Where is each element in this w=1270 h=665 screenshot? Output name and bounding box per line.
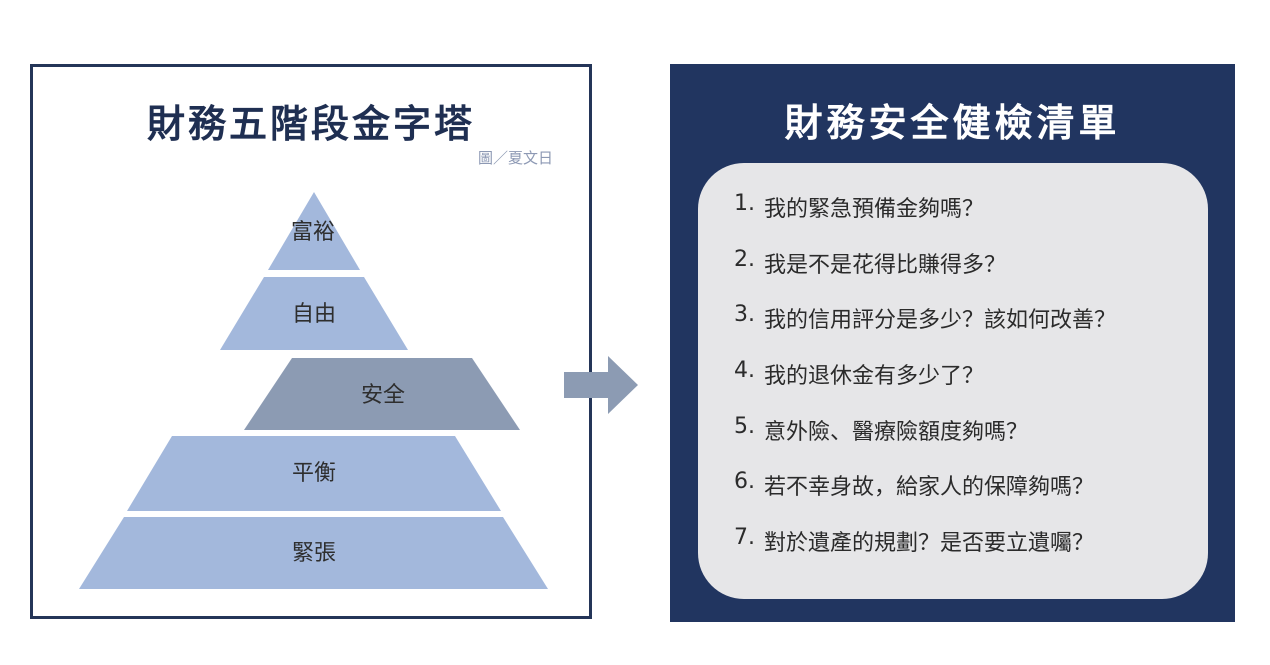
- checklist-box: 1. 我的緊急預備金夠嗎？ 2. 我是不是花得比賺得多？ 3. 我的信用評分是多…: [698, 163, 1208, 599]
- checklist-item-number: 1.: [734, 191, 755, 216]
- checklist-item-number: 3.: [734, 302, 755, 328]
- checklist-item-text: 我的退休金有多少了？: [764, 364, 985, 390]
- checklist-item: 5. 意外險、醫療險額度夠嗎？: [734, 414, 1116, 470]
- checklist-item: 1. 我的緊急預備金夠嗎？: [734, 191, 1116, 247]
- checklist-panel: 財務安全健檢清單 1. 我的緊急預備金夠嗎？ 2. 我是不是花得比賺得多？ 3.…: [670, 64, 1235, 622]
- checklist-item-text: 我的緊急預備金夠嗎？: [764, 197, 985, 222]
- pyramid-level-tension: [79, 517, 548, 589]
- image-credit: 圖／夏文日: [477, 149, 553, 167]
- pyramid-level-balance: [127, 436, 501, 511]
- checklist-item: 7. 對於遺產的規劃？是否要立遺囑？: [734, 525, 1116, 581]
- pyramid-level-freedom: [220, 277, 408, 350]
- checklist: 1. 我的緊急預備金夠嗎？ 2. 我是不是花得比賺得多？ 3. 我的信用評分是多…: [734, 191, 1116, 581]
- checklist-item: 6. 若不幸身故，給家人的保障夠嗎？: [734, 469, 1116, 525]
- checklist-item: 3. 我的信用評分是多少？該如何改善？: [734, 302, 1116, 358]
- pyramid-diagram: 富裕 自由 安全 平衡 緊張: [79, 192, 548, 589]
- checklist-item-number: 7.: [734, 525, 755, 551]
- checklist-item-number: 6.: [734, 469, 755, 495]
- checklist-item-number: 5.: [734, 413, 755, 439]
- checklist-item-text: 對於遺產的規劃？是否要立遺囑？: [764, 531, 1095, 557]
- pyramid-level-wealth: [268, 192, 360, 270]
- checklist-item: 4. 我的退休金有多少了？: [734, 358, 1116, 414]
- pyramid-title: 財務五階段金字塔: [146, 102, 475, 146]
- pyramid-panel: 財務五階段金字塔 圖／夏文日 富裕 自由 安全 平衡 緊張: [30, 64, 592, 619]
- checklist-item-text: 我是不是花得比賺得多？: [764, 252, 1007, 278]
- pyramid-label-security: 安全: [361, 383, 405, 408]
- pyramid-label-freedom: 自由: [292, 302, 336, 327]
- pyramid-label-tension: 緊張: [292, 541, 336, 566]
- checklist-item-number: 2.: [734, 246, 755, 272]
- checklist-item: 2. 我是不是花得比賺得多？: [734, 247, 1116, 303]
- pyramid-label-balance: 平衡: [292, 461, 336, 486]
- checklist-item-text: 若不幸身故，給家人的保障夠嗎？: [764, 475, 1095, 501]
- checklist-item-text: 意外險、醫療險額度夠嗎？: [764, 419, 1029, 445]
- pyramid-level-security: [244, 358, 520, 430]
- checklist-title: 財務安全健檢清單: [784, 101, 1121, 145]
- right-arrow-icon: [564, 356, 638, 414]
- pyramid-label-wealth: 富裕: [291, 220, 335, 245]
- checklist-item-number: 4.: [734, 358, 755, 384]
- checklist-item-text: 我的信用評分是多少？該如何改善？: [764, 308, 1117, 334]
